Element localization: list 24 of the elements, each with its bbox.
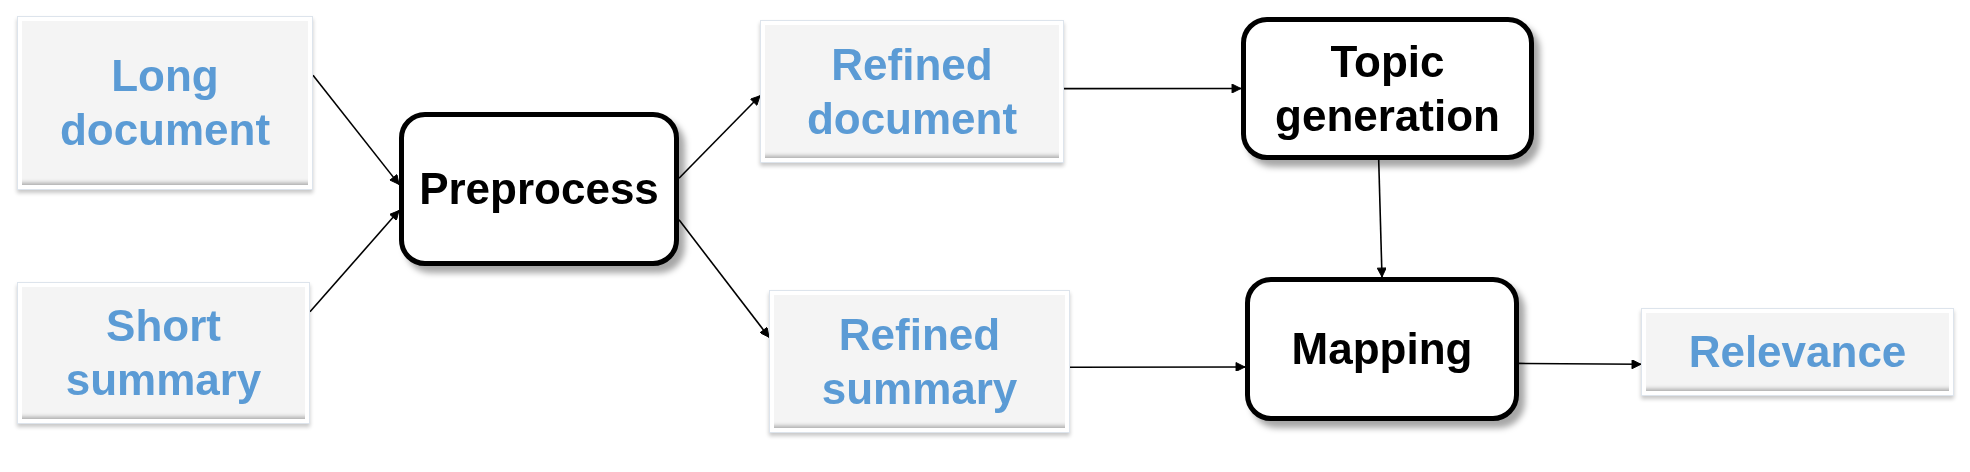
process-box bbox=[399, 112, 679, 266]
node-label: Mapping bbox=[1291, 323, 1473, 375]
arrow bbox=[678, 219, 770, 338]
document-box bbox=[1641, 308, 1954, 396]
document-box bbox=[769, 290, 1070, 433]
node-label: Preprocess bbox=[419, 163, 659, 215]
document-box bbox=[760, 20, 1064, 163]
node-label: Relevance bbox=[1688, 326, 1907, 378]
node-label: Long document bbox=[58, 50, 272, 156]
process-box bbox=[1241, 17, 1534, 160]
document-box bbox=[17, 16, 313, 190]
node-label: Refined summary bbox=[820, 308, 1019, 415]
node-label: Short summary bbox=[64, 300, 263, 406]
arrow bbox=[678, 95, 761, 179]
node-label: Refined document bbox=[805, 38, 1019, 145]
arrow bbox=[1376, 159, 1387, 278]
process-box bbox=[1245, 277, 1519, 421]
arrow bbox=[1518, 359, 1642, 370]
arrow bbox=[312, 74, 400, 186]
arrow bbox=[1069, 362, 1246, 372]
arrow bbox=[309, 209, 400, 313]
arrow bbox=[1063, 83, 1242, 94]
node-label: Topic generation bbox=[1274, 35, 1501, 142]
document-box bbox=[17, 282, 310, 424]
